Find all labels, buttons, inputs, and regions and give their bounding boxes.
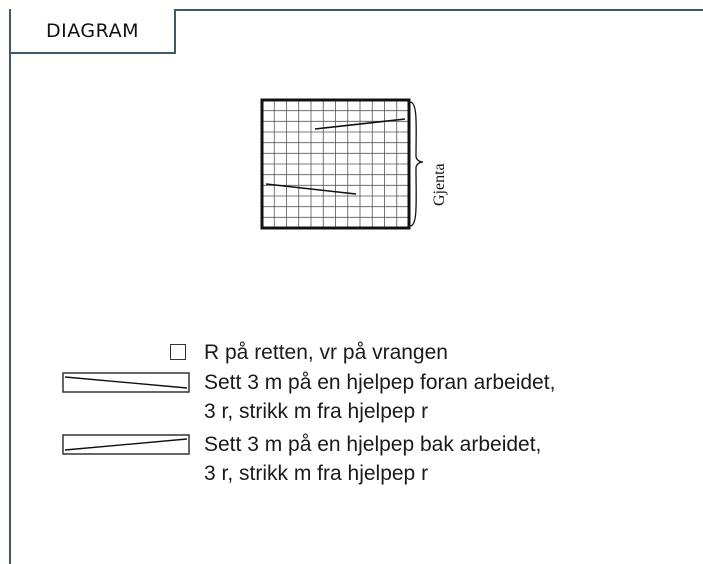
legend-text: 3 r, strikk m fra hjelpep r [204, 462, 429, 485]
cable-left-icon [62, 372, 190, 393]
legend-item-knit: R på retten, vr på vrangen [204, 340, 448, 365]
legend-item-cable-back: Sett 3 m på en hjelpep bak arbeidet, 3 r… [204, 432, 541, 486]
cable-right-mark [314, 118, 406, 130]
diagram-tab[interactable]: DIAGRAM [9, 9, 176, 54]
repeat-label: Gjenta [431, 163, 448, 206]
chart-outline [260, 98, 411, 230]
legend-text: Sett 3 m på en hjelpep bak arbeidet, [204, 433, 542, 456]
cable-right-icon [62, 434, 190, 455]
legend-text: R på retten, vr på vrangen [204, 341, 448, 364]
chart-svg: Gjenta [260, 98, 448, 230]
legend-item-cable-front: Sett 3 m på en hjelpep foran arbeidet, 3… [204, 370, 555, 424]
panel-top-border [9, 9, 703, 11]
legend-text: Sett 3 m på en hjelpep foran arbeidet, [204, 371, 556, 394]
cable-left-mark [265, 183, 357, 195]
knitting-chart: Gjenta [258, 96, 458, 241]
repeat-brace [409, 101, 424, 227]
tab-label: DIAGRAM [46, 19, 139, 42]
chart-grid [262, 100, 409, 228]
legend-text: 3 r, strikk m fra hjelpep r [204, 400, 429, 423]
square-icon [170, 344, 186, 360]
panel-left-border [9, 9, 11, 564]
